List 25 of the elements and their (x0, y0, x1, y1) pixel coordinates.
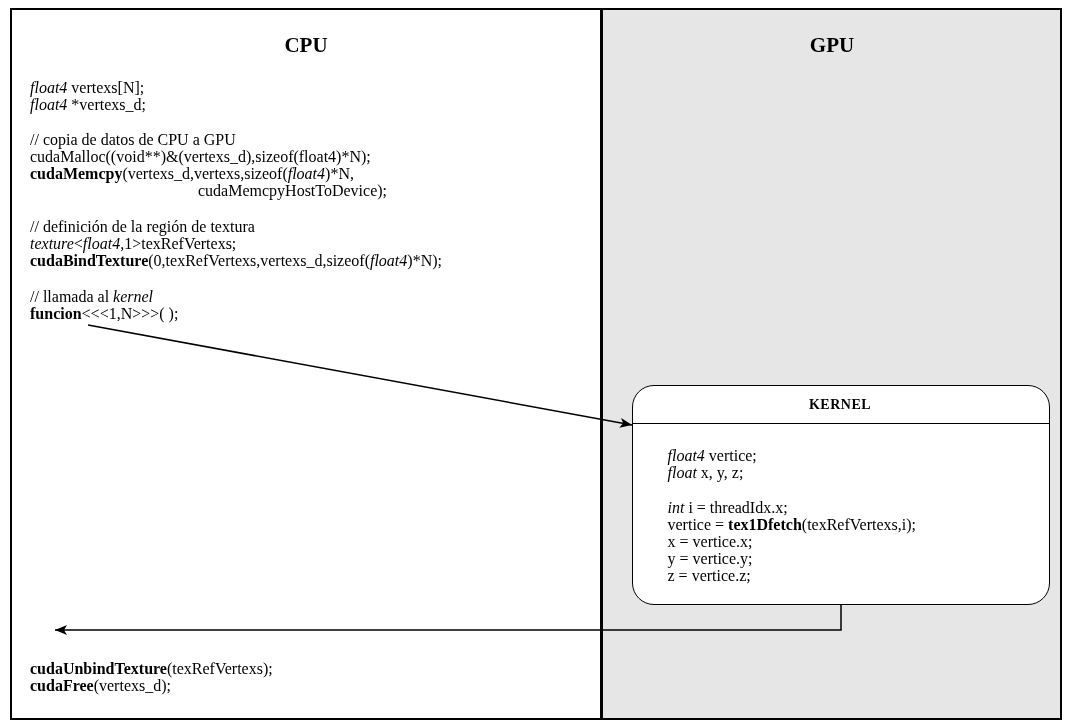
panel-background (10, 8, 602, 720)
code-line: funcion<<<1,N>>>( ); (30, 305, 179, 322)
code-line: texture<float4,1>texRefVertexs; (30, 235, 237, 252)
code-line: float4 vertice; (667, 446, 757, 464)
code-line: float4 *vertexs_d; (30, 96, 146, 113)
code-line: float4 vertexs[N]; (30, 79, 145, 96)
panel-title: GPU (808, 33, 856, 57)
arrow (87, 324, 633, 428)
code-line: cudaMalloc((void**)&(vertexs_d),sizeof(float4)*N); (30, 148, 371, 165)
code-line: vertice = tex1Dfetch(texRefVertexs,i); (667, 515, 916, 533)
kernel-box (632, 385, 1050, 605)
box-title: KERNEL (807, 395, 873, 414)
code-line: // copia de datos de CPU a GPU (30, 131, 236, 148)
code-line: cudaMemcpy(vertexs_d,vertexs,sizeof(float4)*N, cudaMemcpyHostToDevice); (30, 165, 389, 199)
code-line: cudaBindTexture(0,texRefVertexs,vertexs_d,sizeof(float4)*N); (30, 252, 442, 269)
code-line: y = vertice.y; (667, 549, 753, 567)
code-line: cudaFree(vertexs_d); (30, 677, 171, 694)
code-line: int i = threadIdx.x; (667, 498, 788, 516)
code-line: cudaUnbindTexture(texRefVertexs); (30, 660, 273, 677)
code-line: x = vertice.x; (667, 532, 753, 550)
panel-background (600, 8, 1062, 720)
code-line: // llamada al kernel (30, 288, 154, 305)
arrow (54, 604, 842, 635)
panel-title: CPU (283, 33, 329, 57)
code-line: // definición de la región de textura (30, 218, 255, 235)
